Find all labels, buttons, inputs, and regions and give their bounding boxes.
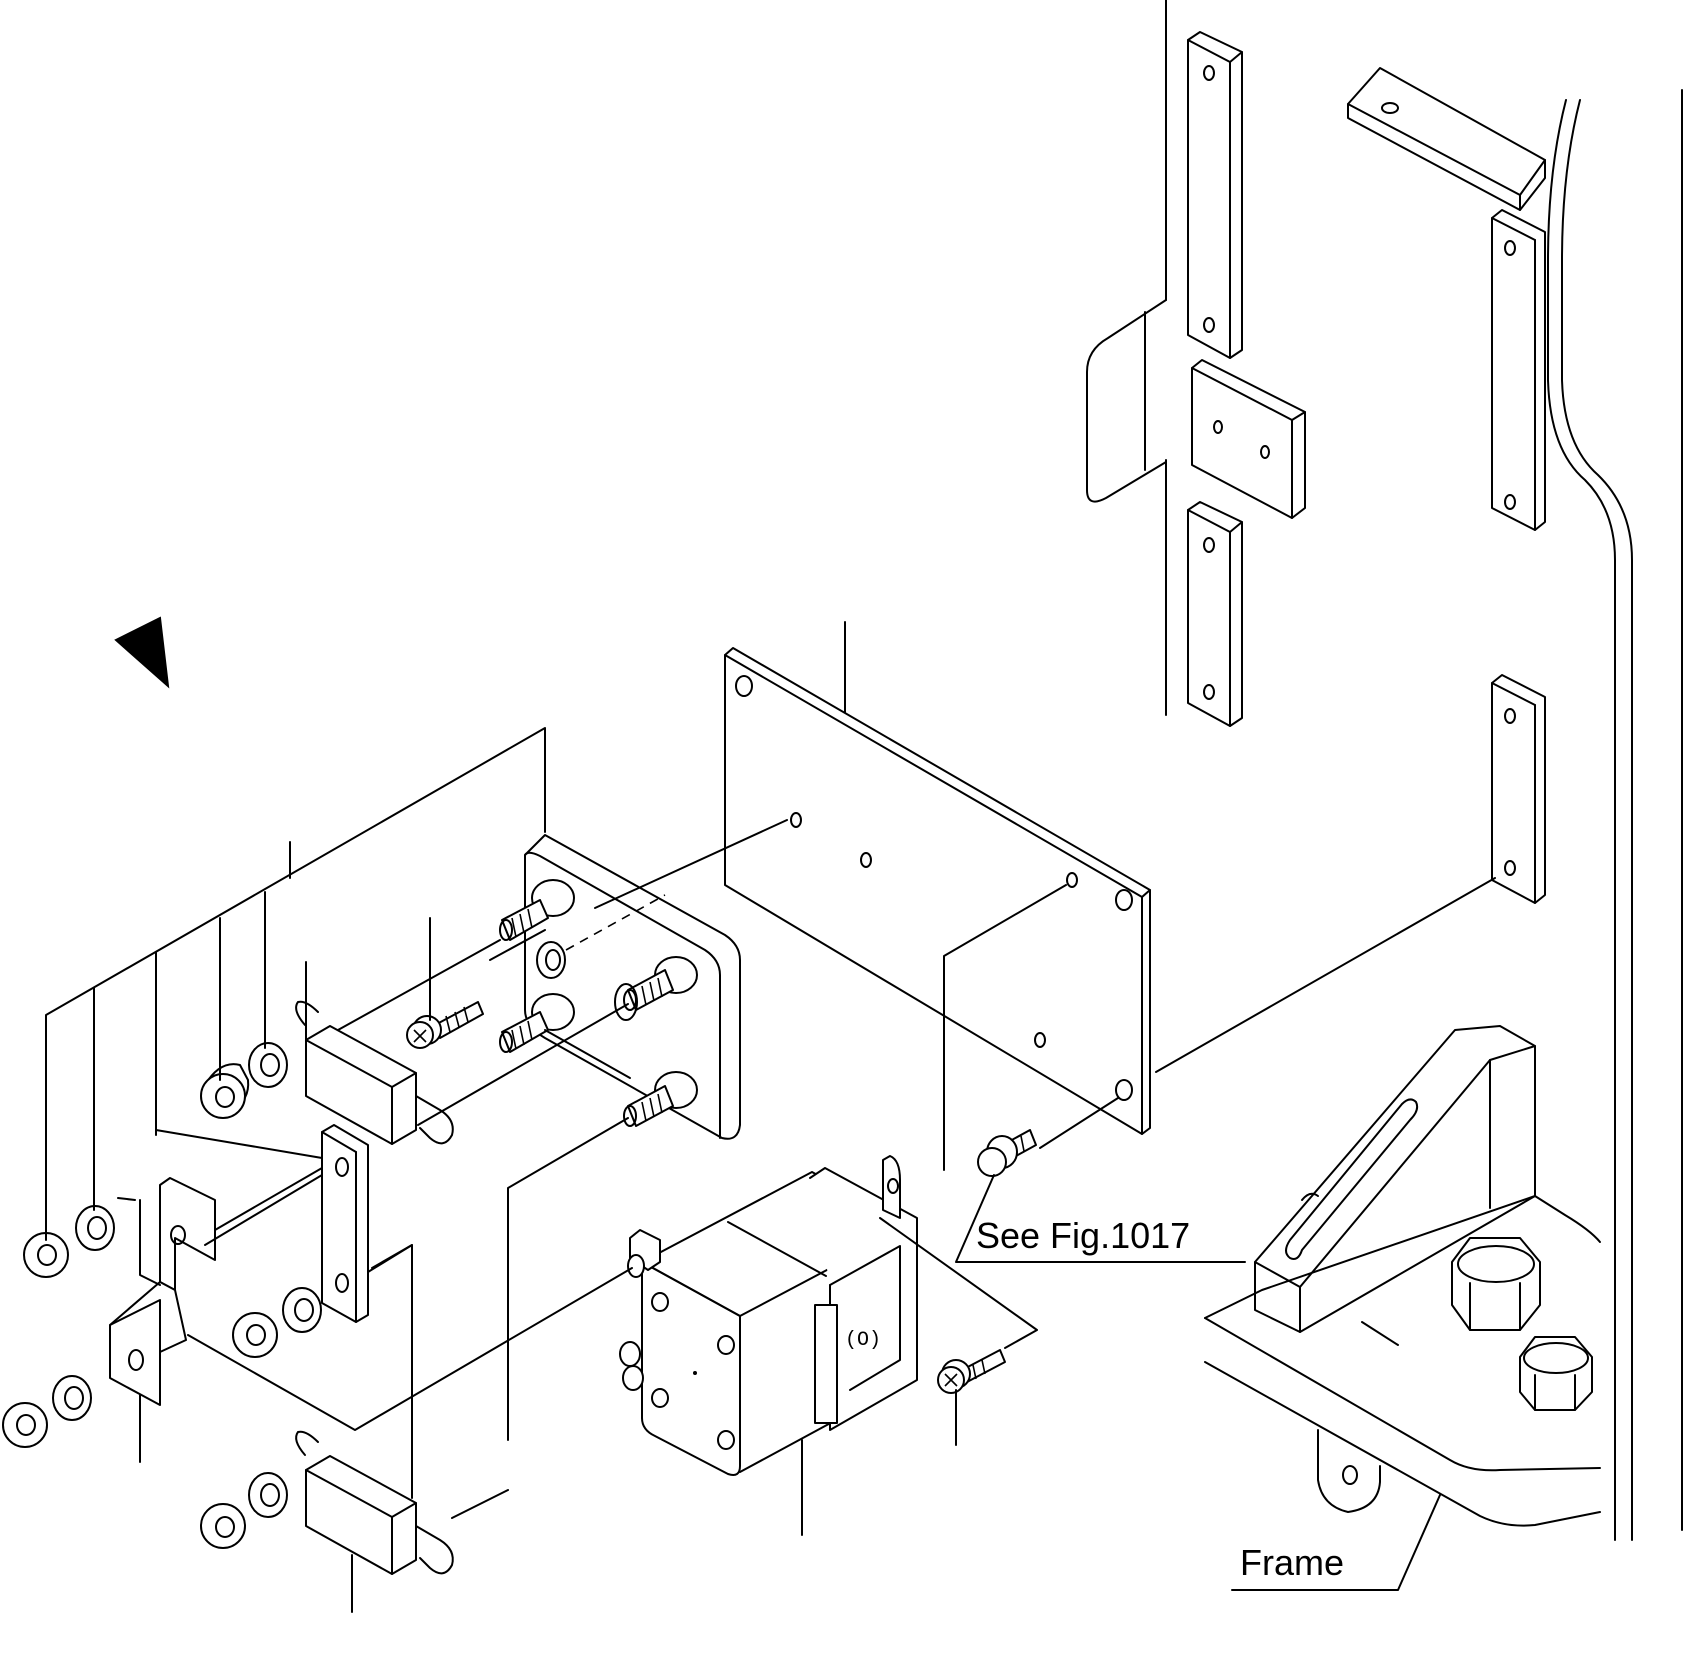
terminal-block [499,834,741,1140]
fuse-holder-lower [295,1430,454,1575]
hex-nut-large [1451,1237,1541,1331]
svg-text:(O): (O) [845,1329,881,1352]
link-bar [321,1124,369,1323]
nut-washer-middle [232,1287,322,1358]
nut-washer-left-top [23,1205,115,1278]
fuse-holder-upper [295,1000,454,1145]
flange-bolt [977,1129,1037,1177]
vertical-bar-right-lower [1491,674,1546,904]
direction-arrow-icon [114,616,170,689]
bent-bracket [109,1177,216,1406]
bracket-bar-lower [1187,501,1243,727]
nut-washer-upper [200,1042,288,1119]
cable-clamp-bracket [1254,1025,1536,1333]
frame [1204,1195,1601,1527]
vertical-bar-right-upper [1491,209,1546,531]
angle-bracket-top [1347,67,1546,211]
solenoid-relay: (O) [619,1155,918,1476]
bracket-bar-upper [1187,31,1243,359]
hex-nut-small [1519,1336,1593,1411]
mounting-plate [724,647,1151,1135]
screw-small-left [406,1001,484,1049]
leader-lines [45,727,1496,1613]
nut-washer-left-bottom [2,1375,92,1448]
dashed-guide [565,894,666,951]
spacer-block [1191,359,1306,519]
nut-washer-lower [200,1472,288,1549]
see-fig-label: See Fig.1017 [976,1215,1190,1256]
screw-small-right [937,1349,1006,1394]
frame-label: Frame [1240,1542,1344,1583]
panel-edges [1086,0,1683,1541]
